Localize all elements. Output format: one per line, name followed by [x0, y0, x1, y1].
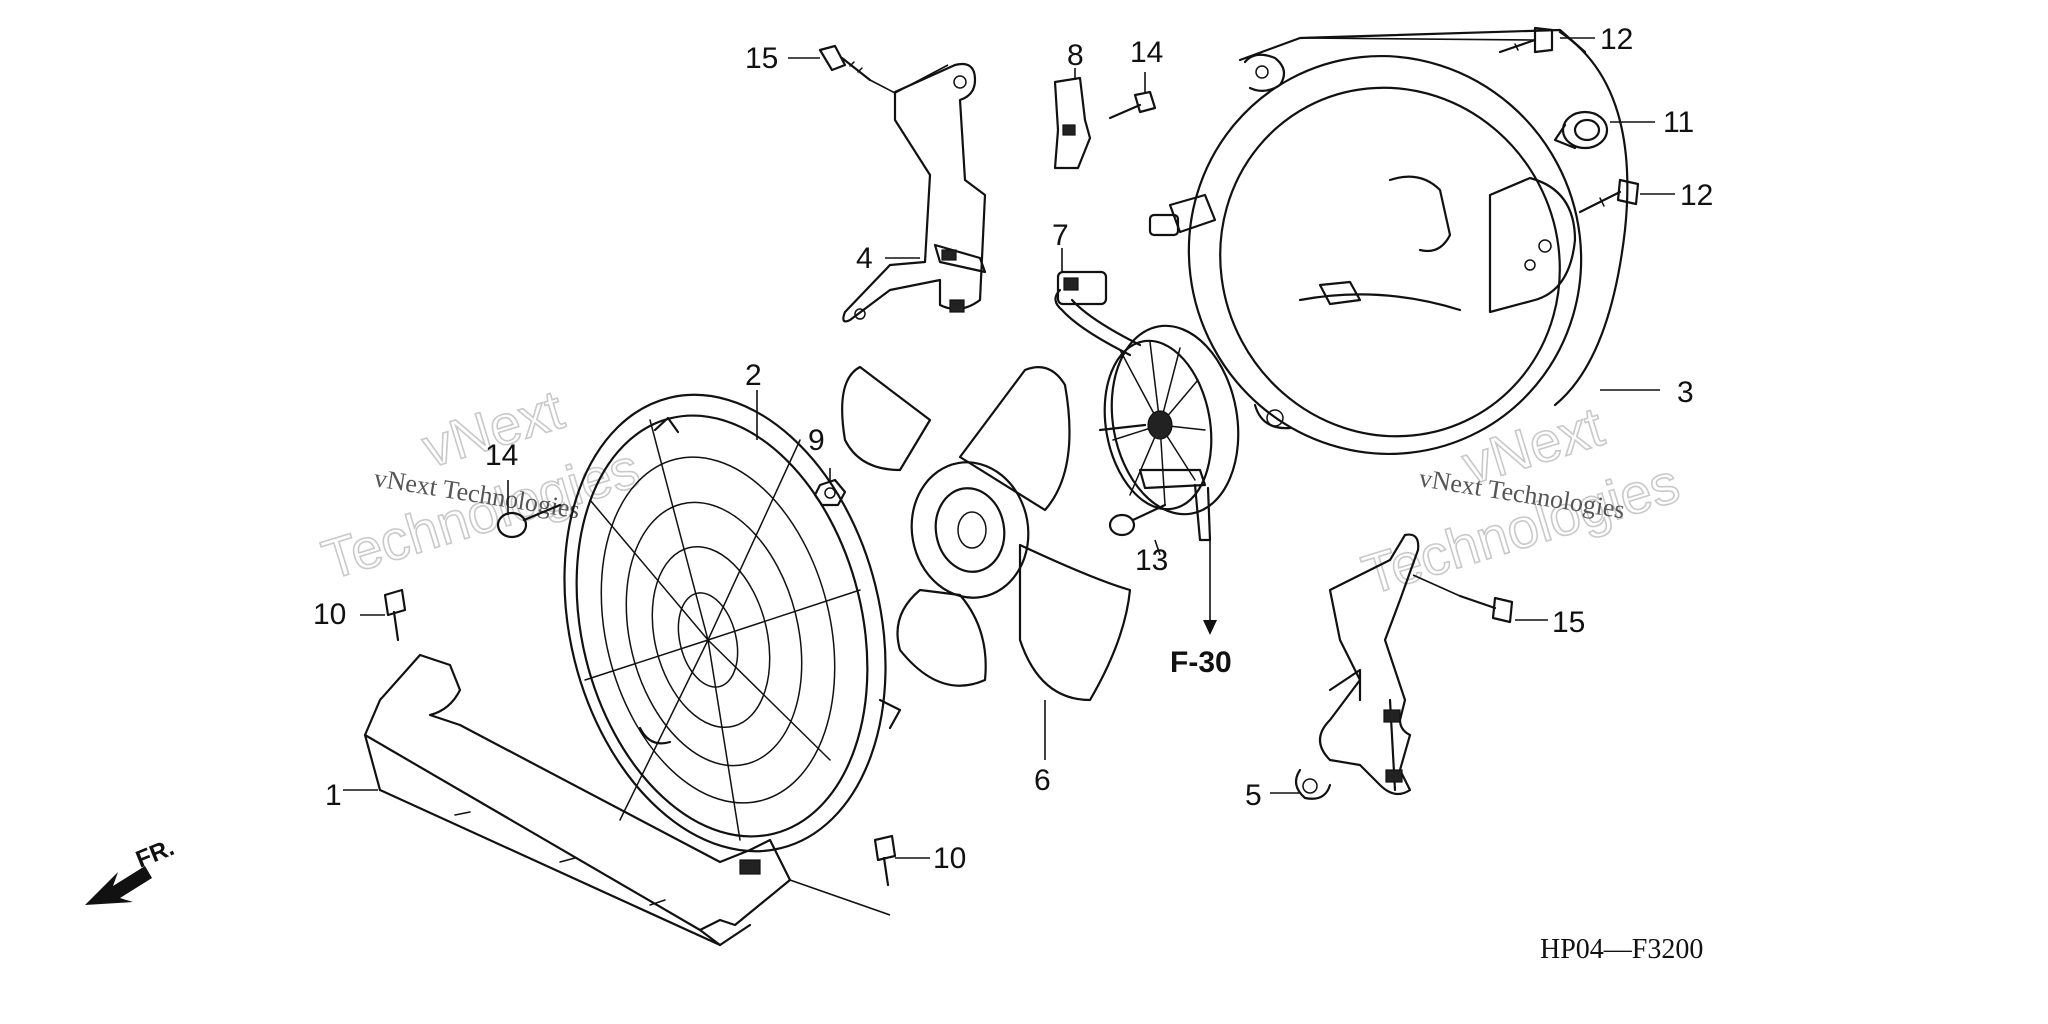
callout-10-lower: 10 — [933, 842, 966, 875]
screw-13-part — [1108, 503, 1167, 537]
callout-15-upper: 15 — [745, 42, 778, 75]
bolt-10-lower — [873, 834, 897, 887]
bolt-15-lower — [1458, 594, 1514, 624]
callout-14-upper: 14 — [1130, 36, 1163, 69]
front-direction-label: FR. — [132, 834, 178, 874]
watermark-right: vNext Technologies vNext Technologies — [1354, 393, 1687, 607]
callout-3: 3 — [1677, 376, 1694, 409]
callout-9: 9 — [808, 424, 825, 457]
nut-9-part — [813, 478, 847, 507]
front-arrow-icon — [85, 866, 152, 905]
callout-7: 7 — [1052, 219, 1069, 252]
front-direction-indicator: FR. — [85, 834, 178, 905]
screw-14-left — [496, 503, 562, 539]
fan-motor-part — [1054, 270, 1240, 542]
bolt-12-upper — [1498, 26, 1554, 54]
upper-bracket-part — [842, 62, 987, 323]
f30-arrow-icon — [1203, 620, 1217, 635]
bolt-15-upper — [818, 44, 872, 82]
leader-lines — [343, 37, 1675, 916]
callout-5: 5 — [1245, 779, 1262, 812]
screw-14-upper — [1108, 90, 1157, 120]
callout-6: 6 — [1034, 764, 1051, 797]
callout-12-lower: 12 — [1680, 179, 1713, 212]
callout-15-lower: 15 — [1552, 606, 1585, 639]
lower-plate-part — [363, 653, 792, 947]
diagram-code: HP04—F3200 — [1540, 934, 1703, 965]
clamp-11-part — [1553, 110, 1609, 150]
reference-f30-label: F-30 — [1170, 646, 1232, 679]
fan-shroud-part — [1148, 28, 1629, 456]
callout-10-left: 10 — [313, 598, 346, 631]
callout-11: 11 — [1663, 106, 1694, 139]
callout-4: 4 — [856, 242, 873, 275]
lower-bracket-part — [1294, 533, 1420, 800]
bolt-10-left — [383, 588, 407, 642]
callout-14-left: 14 — [485, 439, 518, 472]
fan-blade-part — [841, 365, 1132, 702]
callout-labels: 1 2 3 4 5 6 7 8 9 10 10 11 12 12 13 14 1… — [313, 23, 1713, 875]
fan-guard-part — [563, 393, 902, 853]
callout-13: 13 — [1135, 544, 1168, 577]
callout-2: 2 — [745, 359, 762, 392]
callout-12-upper: 12 — [1600, 23, 1633, 56]
bolt-12-lower — [1578, 178, 1640, 214]
callout-1: 1 — [325, 779, 342, 812]
bracket-8-part — [1053, 76, 1092, 170]
callout-8: 8 — [1067, 39, 1084, 72]
